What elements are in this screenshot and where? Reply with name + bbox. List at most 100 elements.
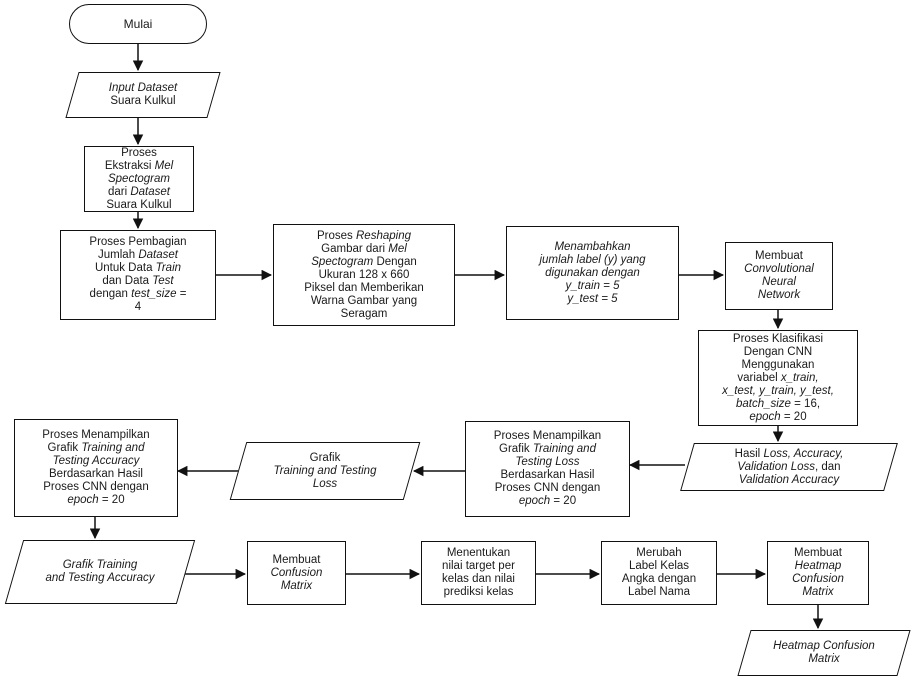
label-segment: Network <box>757 289 801 301</box>
label-segment: Ukuran 128 x 660 <box>318 268 410 281</box>
label-segment: Confusion <box>792 573 844 585</box>
label-line: Mulai <box>124 17 153 31</box>
label-segment: Loss, Accuracy, <box>763 447 844 460</box>
label-segment: Validation Loss <box>737 460 815 473</box>
label-line: Training and Testing <box>274 465 377 478</box>
label-line: Grafik Training <box>45 559 154 572</box>
label-line: Jumlah Dataset <box>89 249 186 262</box>
label-line: Proses Klasifikasi <box>722 333 834 346</box>
label-segment: Membuat <box>755 250 803 262</box>
label-line: 4 <box>89 301 186 314</box>
label-segment: = 20 <box>550 495 577 507</box>
label-line: Convolutional <box>744 263 814 276</box>
label-segment: kelas dan nilai <box>442 573 515 585</box>
label-line: prediksi kelas <box>442 586 515 599</box>
label-segment: dan Data <box>102 275 153 287</box>
label-line: Neural <box>744 276 814 289</box>
label-segment: Jumlah <box>98 249 139 261</box>
label-segment: Proses Klasifikasi <box>732 332 824 345</box>
label-line: Menentukan <box>442 547 515 560</box>
label-segment: , dan <box>815 460 841 473</box>
label-line: Menggunakan <box>722 359 834 372</box>
label-line: Berdasarkan Hasil <box>42 468 149 481</box>
label-line: Validation Accuracy <box>735 474 844 487</box>
label-line: dari Dataset <box>105 186 173 199</box>
node-label: Mulai <box>124 17 153 31</box>
label-line: jumlah label (y) yang <box>539 254 645 267</box>
label-line: Merubah <box>622 547 696 560</box>
label-line: Suara Kulkul <box>109 95 177 108</box>
label-segment: y_train = 5 <box>565 279 620 292</box>
label-line: Proses <box>105 147 173 160</box>
label-line: Ekstraksi Mel <box>105 160 173 173</box>
label-segment: Neural <box>762 276 796 288</box>
label-line: Ukuran 128 x 660 <box>304 269 424 282</box>
label-segment: Label Kelas <box>628 560 690 572</box>
label-line: Testing Accuracy <box>42 455 149 468</box>
label-segment: Ekstraksi <box>104 159 155 172</box>
label-segment: Berdasarkan Hasil <box>500 469 595 481</box>
label-segment: Proses Menampilkan <box>42 429 150 441</box>
label-line: epoch = 20 <box>722 411 834 424</box>
label-segment: Loss <box>312 477 338 490</box>
label-line: Heatmap Confusion <box>773 640 875 653</box>
label-segment: Confusion <box>270 566 323 579</box>
label-segment: Heatmap <box>794 560 842 572</box>
label-line: Angka dengan <box>622 573 696 586</box>
label-line: Dengan CNN <box>722 346 834 359</box>
label-segment: and Testing Accuracy <box>45 572 155 584</box>
label-segment: Merubah <box>636 547 682 559</box>
label-segment: Grafik <box>499 443 533 455</box>
label-line: dan Data Test <box>89 275 186 288</box>
label-segment: Validation Accuracy <box>738 473 840 486</box>
label-segment: Membuat <box>272 553 321 566</box>
label-line: Confusion <box>792 573 844 586</box>
label-line: Heatmap <box>792 560 844 573</box>
label-segment: Proses Pembagian <box>89 236 187 248</box>
label-segment: Training and Testing <box>273 464 377 477</box>
label-segment: epoch <box>67 494 99 506</box>
label-segment: dari <box>107 185 131 198</box>
label-segment: = 16, <box>790 397 821 410</box>
label-segment: Mel <box>154 159 174 172</box>
label-segment: Label Nama <box>627 586 690 598</box>
label-segment: Dengan CNN <box>743 345 813 358</box>
label-line: digunakan dengan <box>539 267 645 280</box>
label-segment: Suara Kulkul <box>106 198 172 211</box>
label-segment: Membuat <box>794 547 842 559</box>
label-line: Matrix <box>792 586 844 599</box>
label-line: Spectogram <box>105 173 173 186</box>
node-start: Mulai <box>69 4 207 44</box>
label-line: Hasil Loss, Accuracy, <box>735 448 844 461</box>
label-segment: epoch <box>749 410 781 423</box>
label-segment: Proses CNN dengan <box>494 482 601 494</box>
label-line: Matrix <box>773 653 875 666</box>
label-segment: Matrix <box>280 579 313 592</box>
label-line: Validation Loss, dan <box>735 461 844 474</box>
label-line: dengan test_size = <box>89 288 187 301</box>
label-line: batch_size = 16, <box>722 398 834 411</box>
label-line: variabel x_train, <box>722 372 834 385</box>
label-line: Loss <box>274 478 377 491</box>
